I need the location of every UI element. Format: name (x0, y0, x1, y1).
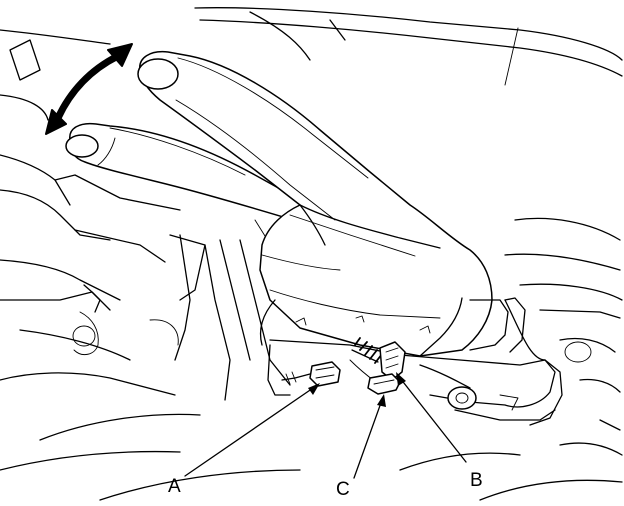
leader-line-c (353, 399, 383, 479)
callout-label-a: A (168, 476, 181, 497)
lever-lowered-position (65, 122, 301, 237)
leader-arrowhead-c (377, 394, 386, 407)
brake-switch-assembly (351, 337, 406, 381)
leader-line-b (399, 377, 467, 463)
switch-connector (281, 361, 341, 387)
callout-label-c: C (336, 479, 350, 500)
lever-base-mechanism (259, 299, 563, 426)
callout-leaders (184, 372, 467, 479)
double-arrow-icon (45, 43, 133, 135)
retaining-clip (367, 373, 401, 395)
leader-line-a (184, 385, 317, 477)
callout-label-b: B (470, 470, 483, 491)
brake-lever-handle (137, 50, 526, 357)
leader-arrowhead-a (308, 383, 320, 395)
leader-arrowhead-b (396, 372, 406, 386)
center-console-background (0, 7, 623, 501)
